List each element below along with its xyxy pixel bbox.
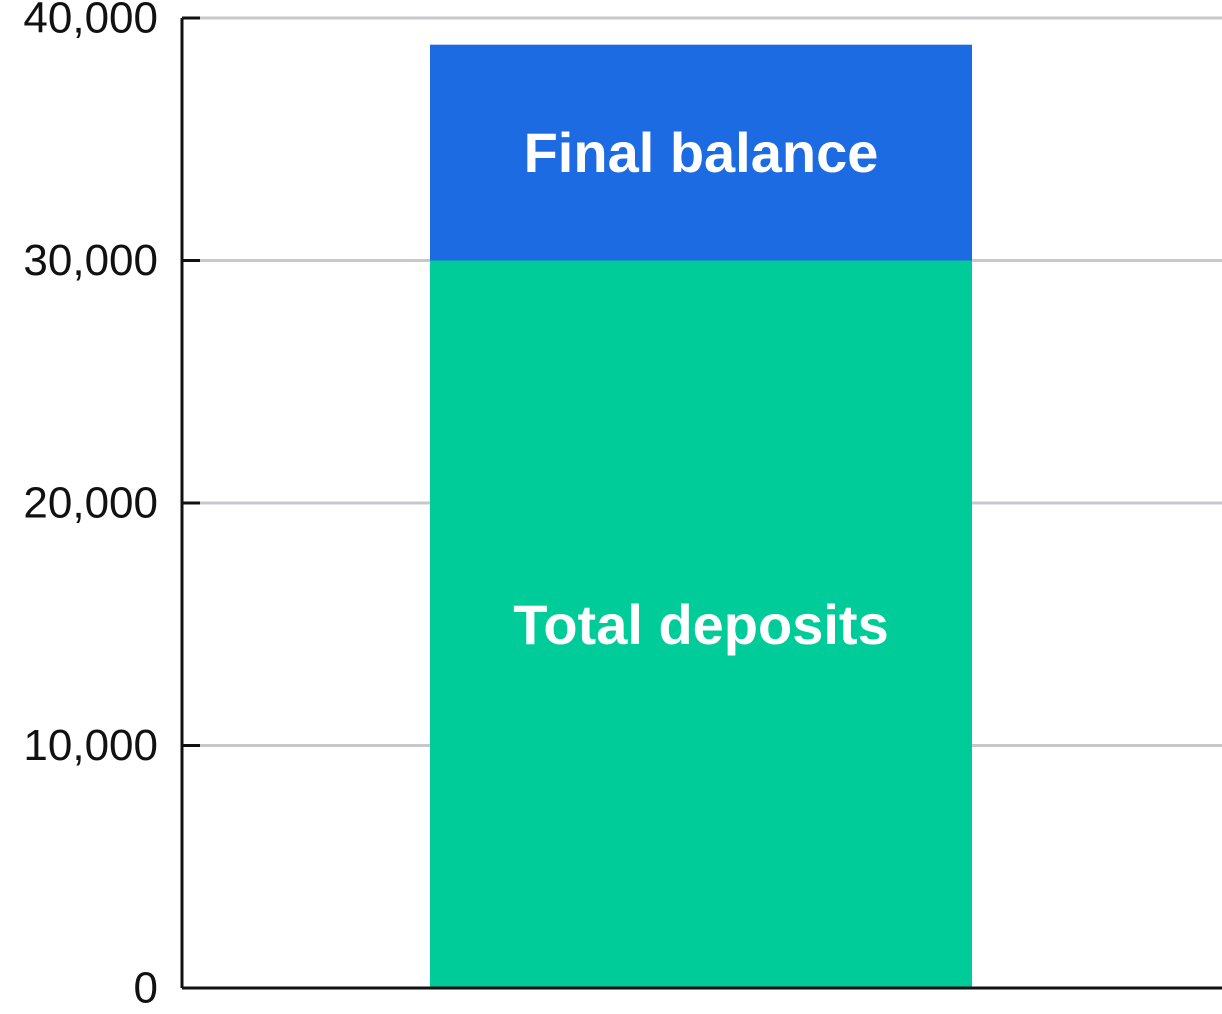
y-axis: 0 10,000 20,000 30,000 40,000 (23, 0, 1222, 1013)
y-tick-label-20000: 20,000 (23, 479, 158, 528)
segment-labels: Total deposits Final balance (513, 121, 888, 656)
y-tick-label-10000: 10,000 (23, 721, 158, 770)
y-tick-label-40000: 40,000 (23, 0, 158, 43)
segment-label-total-deposits: Total deposits (513, 593, 888, 656)
bar-segments (430, 44, 972, 988)
segment-label-final-balance: Final balance (524, 121, 879, 184)
bar-segment-final-balance (430, 44, 972, 261)
y-tick-label-30000: 30,000 (23, 236, 158, 285)
y-tick-label-0: 0 (134, 964, 158, 1013)
bar-segment-total-deposits (430, 260, 972, 988)
